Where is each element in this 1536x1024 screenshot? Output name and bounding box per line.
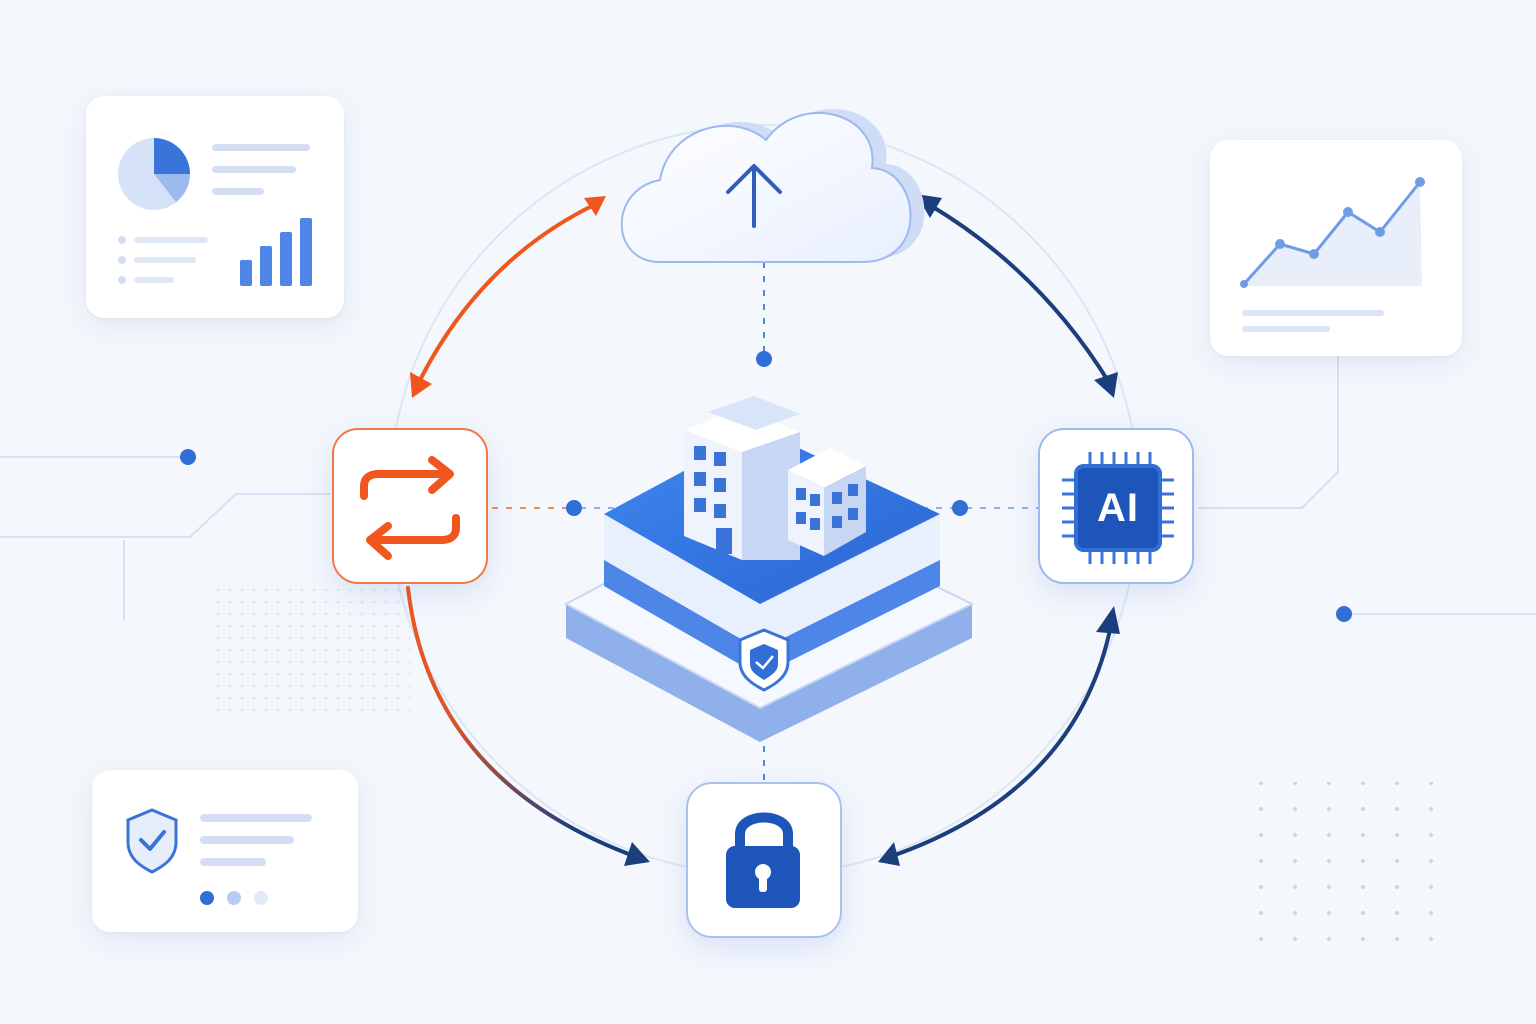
analytics-card-art bbox=[1240, 177, 1425, 332]
flow-arrows bbox=[406, 202, 1114, 858]
dot-grid bbox=[1236, 782, 1436, 942]
ai-chip-pins bbox=[1062, 452, 1174, 564]
security-lock-node[interactable] bbox=[686, 782, 842, 938]
arrowhead bbox=[878, 842, 900, 866]
arrowhead bbox=[410, 372, 432, 398]
connector-node bbox=[566, 500, 582, 516]
trace-node bbox=[180, 449, 196, 465]
background-traces bbox=[0, 356, 1536, 620]
connector-node bbox=[952, 500, 968, 516]
ai-chip-icon: AI bbox=[1074, 464, 1162, 552]
arrowhead bbox=[624, 842, 650, 866]
arrowhead bbox=[584, 196, 606, 216]
security-card bbox=[92, 770, 358, 932]
line-chart-icon bbox=[1240, 177, 1425, 288]
dashboard-card bbox=[86, 96, 344, 318]
connector-node bbox=[756, 351, 772, 367]
arrowhead bbox=[1094, 372, 1118, 398]
ai-node[interactable]: AI bbox=[1038, 428, 1194, 584]
arc-sync-to-cloud bbox=[416, 202, 598, 386]
shield-icon bbox=[738, 628, 790, 692]
arrowheads bbox=[410, 194, 1120, 866]
arc-ai-to-lock bbox=[890, 618, 1114, 858]
dashboard-card-art bbox=[118, 138, 312, 286]
office-building-icon bbox=[563, 396, 975, 742]
dot-texture bbox=[210, 580, 410, 720]
security-card-art bbox=[126, 808, 312, 905]
arrowhead bbox=[1096, 606, 1120, 634]
sync-node[interactable] bbox=[332, 428, 488, 584]
arc-sync-to-lock bbox=[406, 586, 636, 858]
analytics-card bbox=[1210, 140, 1462, 356]
ai-chip-label: AI bbox=[1097, 485, 1139, 530]
pie-chart-icon bbox=[118, 138, 190, 210]
trace-node bbox=[1336, 606, 1352, 622]
bar-chart-icon bbox=[240, 218, 312, 286]
arc-cloud-to-ai bbox=[926, 202, 1112, 386]
cloud-upload-icon bbox=[620, 108, 925, 263]
shield-check-icon bbox=[126, 808, 178, 874]
